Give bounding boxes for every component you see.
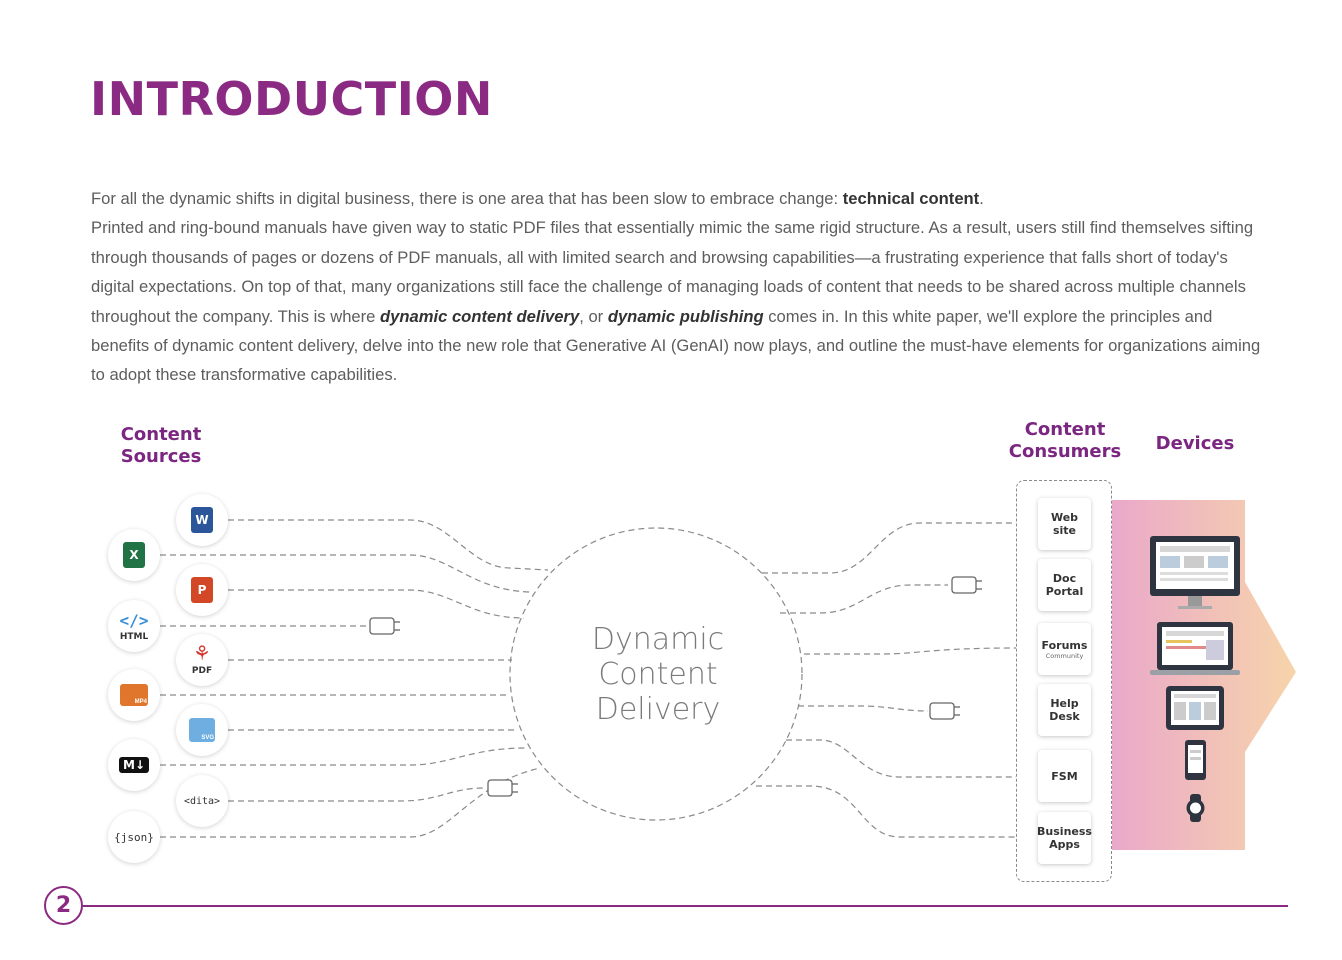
source-excel: X: [108, 529, 160, 581]
plug-icon: [487, 779, 518, 797]
html-icon: HTML: [119, 631, 149, 642]
code-icon: </>: [119, 610, 149, 630]
consumer-business-apps: Business Apps: [1037, 812, 1092, 864]
desktop-monitor-icon: [1150, 536, 1240, 609]
intro-bold-term: technical content: [842, 189, 980, 208]
intro-text-1: For all the dynamic shifts in digital bu…: [91, 189, 843, 208]
line-forums: [804, 647, 1017, 655]
source-powerpoint: P: [176, 564, 228, 616]
center-circle: [509, 527, 803, 821]
intro-paragraph: For all the dynamic shifts in digital bu…: [91, 184, 1271, 390]
intro-text-1-end: .: [979, 189, 984, 208]
tablet-icon: [1166, 686, 1224, 730]
intro-text-2-mid: , or: [579, 306, 608, 326]
line-website: [762, 522, 1016, 574]
devices-header: Devices: [1155, 433, 1235, 454]
center-label: Dynamic Content Delivery: [591, 622, 725, 727]
mp4-icon: MP4: [120, 684, 148, 706]
json-icon: {json}: [114, 830, 154, 844]
svg-icon: SVG: [189, 718, 215, 742]
pdf-icon: PDF: [191, 666, 213, 676]
plug-icon: [951, 576, 982, 594]
intro-em-term-2: dynamic publishing: [607, 306, 764, 326]
line-docportal: [780, 584, 948, 614]
line-helpdesk: [798, 705, 929, 712]
page-title: INTRODUCTION: [90, 72, 493, 126]
dita-icon: <dita>: [183, 795, 221, 807]
source-html: </> HTML: [108, 600, 160, 652]
source-mp4: MP4: [108, 669, 160, 721]
powerpoint-icon: P: [191, 577, 213, 603]
consumer-forums: Forums Community: [1038, 623, 1091, 675]
source-word: W: [176, 494, 228, 546]
consumers-header: Content Consumers: [1008, 419, 1122, 462]
intro-text-2: Printed and ring-bound manuals have give…: [91, 218, 1254, 326]
word-icon: W: [191, 507, 213, 533]
source-svg: SVG: [176, 704, 228, 756]
footer-rule: [83, 905, 1288, 907]
line-excel: [160, 554, 531, 593]
line-fsm: [786, 739, 1016, 778]
consumer-help-desk: Help Desk: [1038, 684, 1091, 736]
consumer-website: Web site: [1038, 498, 1091, 550]
source-markdown: M↓: [108, 739, 160, 791]
smartwatch-icon: [1186, 794, 1205, 822]
source-pdf: ⚘ PDF: [176, 634, 228, 686]
intro-text-2-end: comes in. In this white paper, we'll exp…: [91, 306, 1261, 385]
consumer-forums-sub: Community: [1045, 651, 1084, 660]
line-md: [160, 747, 527, 766]
consumers-container: [1016, 480, 1112, 882]
line-json: [160, 767, 541, 838]
page-number: 2: [44, 886, 83, 925]
consumer-fsm: FSM: [1038, 750, 1091, 802]
sources-header: Content Sources: [120, 424, 202, 467]
line-business: [756, 785, 1016, 838]
excel-icon: X: [123, 542, 145, 568]
acrobat-icon: ⚘: [193, 643, 211, 665]
plug-icon: [929, 702, 960, 720]
source-json: {json}: [108, 811, 160, 863]
intro-em-term-1: dynamic content delivery: [380, 306, 580, 326]
plug-icon: [369, 617, 400, 635]
line-ppt: [228, 589, 525, 619]
smartphone-icon: [1185, 740, 1206, 780]
consumer-doc-portal: Doc Portal: [1038, 559, 1091, 611]
source-dita: <dita>: [176, 775, 228, 827]
line-dita: [228, 787, 485, 802]
consumer-forums-label: Forums: [1041, 638, 1088, 652]
markdown-icon: M↓: [119, 757, 149, 773]
line-word: [228, 519, 549, 571]
laptop-icon: [1150, 622, 1240, 675]
